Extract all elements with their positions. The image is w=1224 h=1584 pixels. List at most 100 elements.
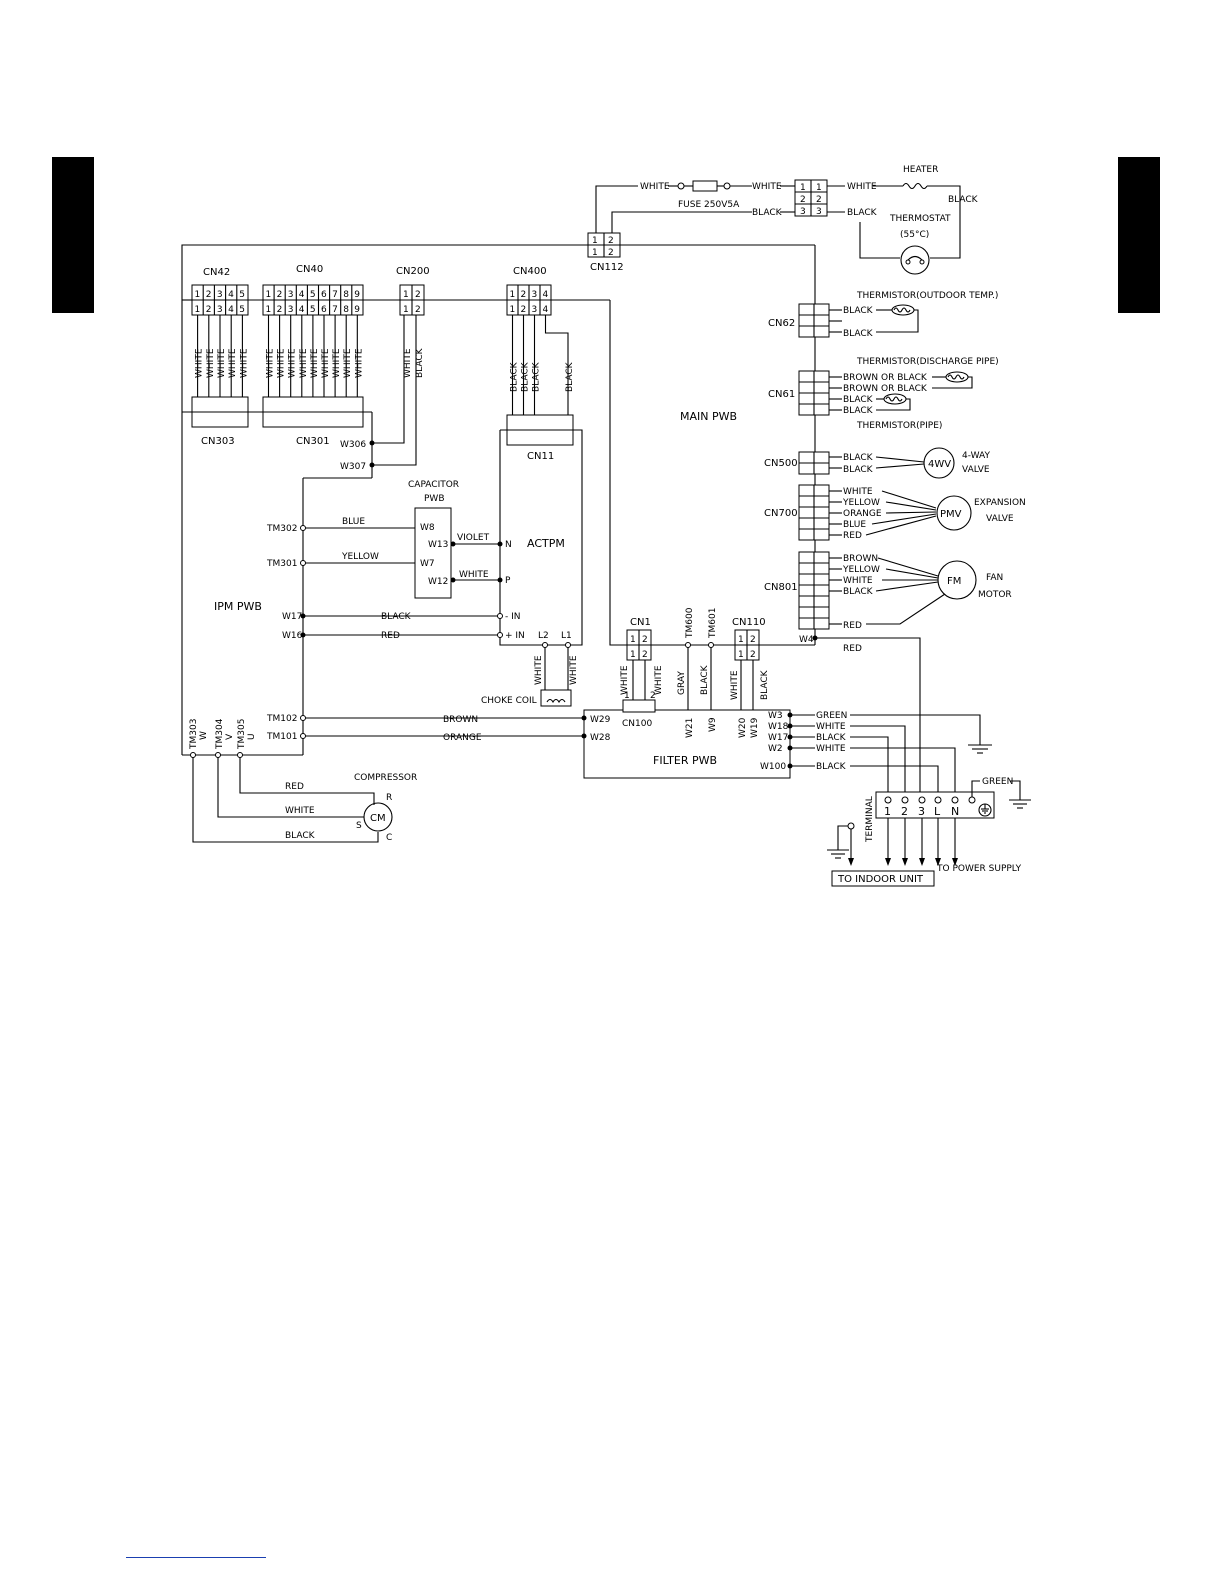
cn100-connector	[622, 699, 656, 713]
actpm-pin-n: N	[505, 540, 512, 550]
capacitor-pwb	[414, 507, 452, 599]
wire-label: WHITE	[847, 182, 877, 192]
actpm-pin-min: - IN	[505, 612, 521, 622]
label: 7	[332, 290, 338, 300]
label: 4	[299, 290, 305, 300]
wire-label: BLACK	[843, 395, 874, 405]
pin: 1	[816, 183, 822, 193]
wire-label: ORANGE	[443, 733, 482, 743]
terminal-w100: W100	[760, 762, 786, 772]
label: 3	[532, 305, 538, 315]
label: 4	[543, 305, 549, 315]
pin: 2	[642, 650, 648, 660]
terminal-pin: N	[951, 805, 959, 818]
wire-label: BLACK	[816, 733, 847, 743]
label: WHITE	[206, 348, 216, 378]
valve-4wv-label: VALVE	[962, 465, 990, 475]
wire-label: WHITE	[534, 655, 544, 685]
cn500-label: CN500	[764, 458, 798, 469]
choke-coil-label: CHOKE COIL	[481, 696, 537, 706]
terminal-tm101: TM101	[266, 732, 297, 742]
compressor-icon	[363, 802, 393, 832]
terminal-w29: W29	[590, 715, 611, 725]
cn42-label: CN42	[203, 267, 230, 278]
terminal-tm303: TM303	[189, 719, 199, 750]
label: WHITE	[332, 348, 342, 378]
wire-label: BLACK	[816, 762, 847, 772]
compressor-pin-r: R	[386, 793, 392, 803]
label: 2	[521, 290, 527, 300]
terminal-w16: W16	[282, 631, 303, 641]
wire-label: BROWN OR BLACK	[843, 384, 928, 394]
terminal-tm601: TM601	[708, 608, 718, 639]
label: 1	[510, 305, 516, 315]
right-section-tab	[1118, 157, 1160, 313]
valve-4wv: 4WV	[928, 459, 951, 470]
connector-cn110: 1 2 1 2	[734, 629, 760, 661]
wire-label: WHITE	[620, 665, 630, 695]
terminal-pin: 1	[884, 805, 891, 818]
wire-label: WHITE	[459, 570, 489, 580]
wire-label: BLACK	[381, 612, 412, 622]
cn303-label: CN303	[201, 436, 235, 447]
wire-label: RED	[381, 631, 400, 641]
cn200-label: CN200	[396, 266, 430, 277]
label: BLACK	[532, 361, 542, 392]
terminal-w7: W7	[420, 559, 435, 569]
terminal-w28: W28	[590, 733, 611, 743]
thermistor-pipe-label: THERMISTOR(PIPE)	[856, 421, 942, 431]
pin: 1	[738, 635, 744, 645]
wire-label: WHITE	[816, 744, 846, 754]
wire-label: WHITE	[569, 655, 579, 685]
filter-pwb-label: FILTER PWB	[653, 754, 717, 767]
label: 3	[532, 290, 538, 300]
connector-cn11	[506, 414, 574, 446]
cn61-label: CN61	[768, 389, 795, 400]
wire-label: BROWN	[843, 554, 878, 564]
wire-label: GREEN	[816, 711, 847, 721]
pin: 2	[415, 290, 421, 300]
output-arrows	[885, 818, 958, 866]
wire-label: VIOLET	[457, 533, 490, 543]
label: WHITE	[321, 348, 331, 378]
cn801-label: CN801	[764, 582, 798, 593]
label: 9	[354, 305, 360, 315]
cn40-label: CN40	[296, 264, 323, 275]
pin: 3	[816, 207, 822, 217]
connector-cn62	[798, 303, 830, 338]
wire-label: BLACK	[752, 208, 783, 218]
wire-label: BLUE	[843, 520, 866, 530]
wire-label: BLUE	[342, 517, 365, 527]
label: 8	[343, 290, 349, 300]
label: 2	[277, 290, 283, 300]
choke-coil-icon	[540, 689, 572, 707]
label: 1	[266, 290, 272, 300]
fuse-icon	[692, 180, 718, 192]
actpm-pin-l2: L2	[538, 631, 549, 641]
pin: 1	[800, 183, 806, 193]
terminal-w8: W8	[420, 523, 435, 533]
terminal-w20: W20	[738, 717, 748, 738]
actpm-pin-p: P	[505, 576, 511, 586]
label: BLACK	[510, 361, 520, 392]
label: 4	[228, 290, 234, 300]
label: WHITE	[310, 348, 320, 378]
terminal-w12: W12	[428, 577, 448, 587]
label: WHITE	[266, 348, 276, 378]
fm-label: MOTOR	[978, 590, 1012, 600]
thermostat-icon	[900, 245, 930, 275]
phase-v: V	[225, 733, 235, 740]
label: 9	[354, 290, 360, 300]
actpm-label: ACTPM	[527, 537, 565, 550]
pin: 2	[608, 236, 614, 246]
fan-motor-icon	[937, 560, 977, 600]
terminal-tm600: TM600	[685, 607, 695, 639]
pmv-label: EXPANSION	[974, 498, 1026, 508]
cn700-label: CN700	[764, 508, 798, 519]
wire-label: RED	[285, 782, 304, 792]
label: 1	[195, 305, 201, 315]
cn112-label: CN112	[590, 262, 624, 273]
label: WHITE	[239, 348, 249, 378]
to-indoor-unit-box	[831, 870, 935, 887]
